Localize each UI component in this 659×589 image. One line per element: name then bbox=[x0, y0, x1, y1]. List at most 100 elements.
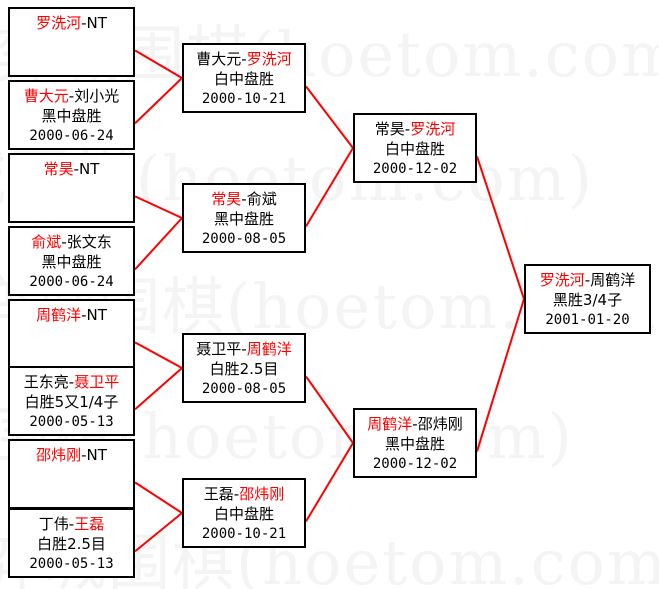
connector-r1m7-to-r2m4 bbox=[134, 481, 183, 514]
match-players: 丁伟-王磊 bbox=[10, 514, 133, 534]
player-right: NT bbox=[86, 14, 107, 32]
match-players: 周鹤洋-邵炜刚 bbox=[355, 414, 475, 434]
match-players: 常昊-NT bbox=[10, 159, 133, 179]
player-separator: - bbox=[81, 446, 87, 464]
player-separator: - bbox=[241, 190, 247, 208]
player-left: 周鹤洋 bbox=[367, 415, 413, 433]
player-separator: - bbox=[81, 14, 87, 32]
match-date: 2000-12-02 bbox=[372, 161, 458, 177]
match-result: 黑中盘胜 bbox=[41, 253, 102, 271]
player-left: 常昊 bbox=[374, 120, 405, 138]
match-date: 2000-05-13 bbox=[29, 556, 114, 572]
match-box-r2m3[interactable]: 聂卫平-周鹤洋白胜2.5目 2000-08-05 bbox=[182, 333, 306, 403]
player-separator: - bbox=[68, 373, 75, 391]
player-right: 罗洗河 bbox=[246, 50, 292, 68]
match-date: 2000-06-24 bbox=[29, 128, 114, 144]
player-left: 聂卫平 bbox=[196, 340, 242, 358]
player-left: 常昊 bbox=[43, 160, 74, 178]
player-right: NT bbox=[86, 306, 107, 324]
match-box-r1m4[interactable]: 俞斌-张文东黑中盘胜 2000-06-24 bbox=[8, 226, 135, 296]
player-separator: - bbox=[241, 340, 247, 358]
match-box-r2m4[interactable]: 王磊-邵炜刚白中盘胜 2000-10-21 bbox=[182, 478, 306, 548]
connector-r2m4-to-r3m2 bbox=[305, 442, 354, 522]
player-left: 常昊 bbox=[211, 190, 242, 208]
connector-r1m5-to-r2m3 bbox=[134, 341, 183, 369]
match-players: 曹大元-刘小光 bbox=[10, 86, 133, 106]
connector-r1m6-to-r2m3 bbox=[134, 367, 183, 411]
match-players: 周鹤洋-NT bbox=[10, 305, 133, 325]
connector-r2m2-to-r3m1 bbox=[305, 147, 354, 227]
match-players: 常昊-罗洗河 bbox=[355, 119, 475, 139]
match-result: 黑中盘胜 bbox=[41, 107, 102, 125]
player-separator: - bbox=[68, 515, 75, 533]
match-result: 白胜2.5目 bbox=[37, 535, 106, 553]
match-players: 邵炜刚-NT bbox=[10, 445, 133, 465]
player-separator: - bbox=[233, 485, 240, 503]
player-right: NT bbox=[86, 446, 107, 464]
match-date: 2000-06-24 bbox=[29, 274, 114, 290]
match-result: 白胜2.5目 bbox=[209, 360, 279, 378]
match-box-r1m5[interactable]: 周鹤洋-NT bbox=[8, 299, 135, 369]
connector-r1m2-to-r2m1 bbox=[134, 77, 183, 125]
match-result: 白中盘胜 bbox=[213, 505, 274, 523]
connector-r3m2-to-r4m1 bbox=[476, 298, 525, 452]
match-result: 白胜5又1/4子 bbox=[24, 393, 119, 411]
player-right: 罗洗河 bbox=[410, 120, 456, 138]
match-result: 白中盘胜 bbox=[384, 140, 445, 158]
player-right: NT bbox=[79, 160, 100, 178]
player-separator: - bbox=[61, 233, 67, 251]
player-right: 邵炜刚 bbox=[417, 415, 463, 433]
player-left: 罗洗河 bbox=[36, 14, 82, 32]
match-box-r1m7[interactable]: 邵炜刚-NT bbox=[8, 439, 135, 509]
player-left: 曹大元 bbox=[196, 50, 242, 68]
player-separator: - bbox=[584, 271, 591, 289]
player-separator: - bbox=[68, 87, 75, 105]
player-left: 俞斌 bbox=[31, 233, 62, 251]
player-separator: - bbox=[73, 160, 80, 178]
match-players: 王磊-邵炜刚 bbox=[184, 484, 304, 504]
player-separator: - bbox=[412, 415, 418, 433]
match-players: 俞斌-张文东 bbox=[10, 232, 133, 252]
match-players: 常昊-俞斌 bbox=[184, 189, 304, 209]
match-date: 2000-12-02 bbox=[372, 456, 458, 472]
match-date: 2001-01-20 bbox=[545, 312, 630, 328]
match-players: 聂卫平-周鹤洋 bbox=[184, 339, 304, 359]
player-right: 聂卫平 bbox=[74, 373, 120, 391]
match-players: 罗洗河-NT bbox=[10, 13, 133, 33]
match-box-r1m3[interactable]: 常昊-NT bbox=[8, 153, 135, 223]
match-result: 黑胜3/4子 bbox=[552, 291, 623, 309]
match-box-r4m1[interactable]: 罗洗河-周鹤洋黑胜3/4子 2001-01-20 bbox=[524, 264, 651, 334]
connector-r2m1-to-r3m1 bbox=[305, 85, 354, 149]
connector-r1m4-to-r2m2 bbox=[134, 217, 183, 271]
player-separator: - bbox=[81, 306, 87, 324]
match-date: 2000-08-05 bbox=[201, 231, 287, 247]
match-box-r1m1[interactable]: 罗洗河-NT bbox=[8, 7, 135, 77]
player-left: 罗洗河 bbox=[539, 271, 585, 289]
player-left: 邵炜刚 bbox=[36, 446, 82, 464]
match-result: 黑中盘胜 bbox=[213, 210, 274, 228]
match-result: 白中盘胜 bbox=[213, 70, 274, 88]
connector-r1m8-to-r2m4 bbox=[134, 512, 183, 553]
player-left: 丁伟 bbox=[38, 515, 69, 533]
player-separator: - bbox=[241, 50, 247, 68]
connector-r2m3-to-r3m2 bbox=[305, 375, 354, 444]
match-box-r1m2[interactable]: 曹大元-刘小光黑中盘胜 2000-06-24 bbox=[8, 80, 135, 150]
player-right: 周鹤洋 bbox=[590, 271, 636, 289]
match-date: 2000-10-21 bbox=[201, 526, 287, 542]
player-left: 曹大元 bbox=[23, 87, 69, 105]
connector-r3m1-to-r4m1 bbox=[476, 156, 525, 300]
player-left: 周鹤洋 bbox=[36, 306, 82, 324]
player-right: 王磊 bbox=[74, 515, 105, 533]
player-separator: - bbox=[404, 120, 411, 138]
connector-r1m3-to-r2m2 bbox=[134, 195, 183, 219]
connector-r1m1-to-r2m1 bbox=[134, 49, 183, 79]
match-box-r2m2[interactable]: 常昊-俞斌黑中盘胜 2000-08-05 bbox=[182, 183, 306, 253]
match-result: 黑中盘胜 bbox=[384, 435, 445, 453]
match-date: 2000-08-05 bbox=[201, 381, 287, 397]
